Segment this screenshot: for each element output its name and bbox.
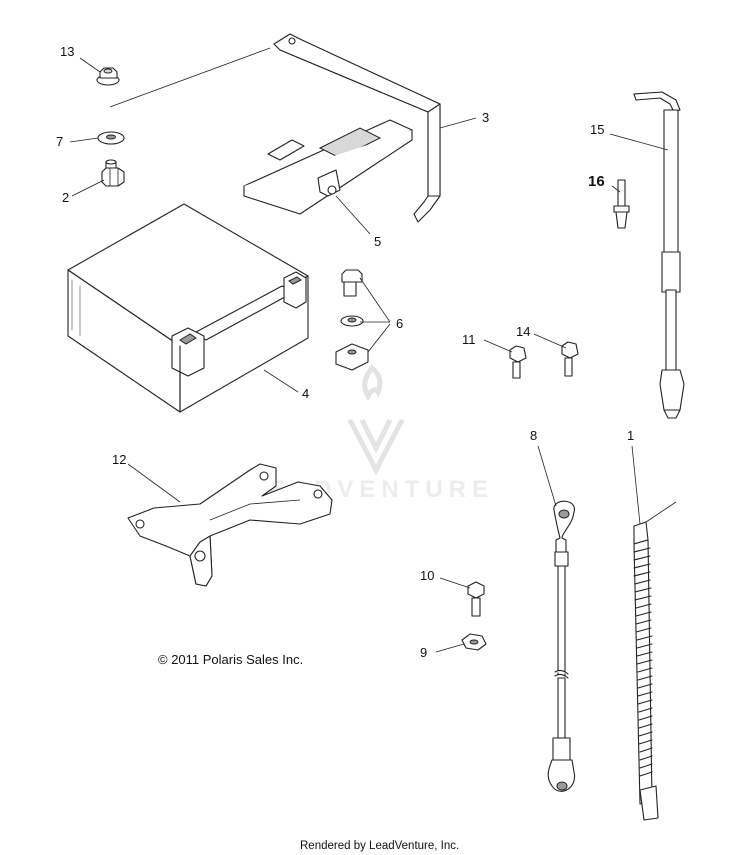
battery-pad-5	[243, 119, 413, 215]
callout-15: 15	[590, 122, 604, 137]
terminal-hardware-6	[335, 269, 391, 371]
hold-down-bracket-3	[109, 33, 441, 223]
screw-10	[467, 581, 485, 617]
callout-14: 14	[516, 324, 530, 339]
bolt-2	[101, 159, 125, 187]
callout-10: 10	[420, 568, 434, 583]
washer-7	[97, 131, 125, 145]
copyright-notice: © 2011 Polaris Sales Inc.	[158, 652, 303, 667]
callout-1: 1	[627, 428, 634, 443]
screw-11	[509, 345, 527, 379]
callout-5: 5	[374, 234, 381, 249]
leader-lines	[69, 57, 669, 653]
callout-4: 4	[302, 386, 309, 401]
callout-9: 9	[420, 645, 427, 660]
callout-11: 11	[462, 332, 476, 347]
battery-support-12	[127, 463, 333, 587]
flange-nut-13	[96, 67, 120, 86]
push-pin-16	[613, 179, 630, 229]
callout-13: 13	[60, 44, 74, 59]
callout-6: 6	[396, 316, 403, 331]
ground-cable-8	[547, 500, 576, 792]
callout-8: 8	[530, 428, 537, 443]
callout-2: 2	[62, 190, 69, 205]
positive-cable-1	[633, 501, 677, 821]
callout-7: 7	[56, 134, 63, 149]
callout-12: 12	[112, 452, 126, 467]
cable-15	[633, 91, 685, 419]
battery-4	[67, 203, 309, 413]
nut-9	[461, 633, 487, 651]
callout-3: 3	[482, 110, 489, 125]
callout-16: 16	[588, 173, 605, 190]
watermark-logo: LEADVENTURE	[248, 364, 488, 503]
screw-14	[561, 341, 579, 377]
footer-credit: Rendered by LeadVenture, Inc.	[300, 840, 459, 852]
